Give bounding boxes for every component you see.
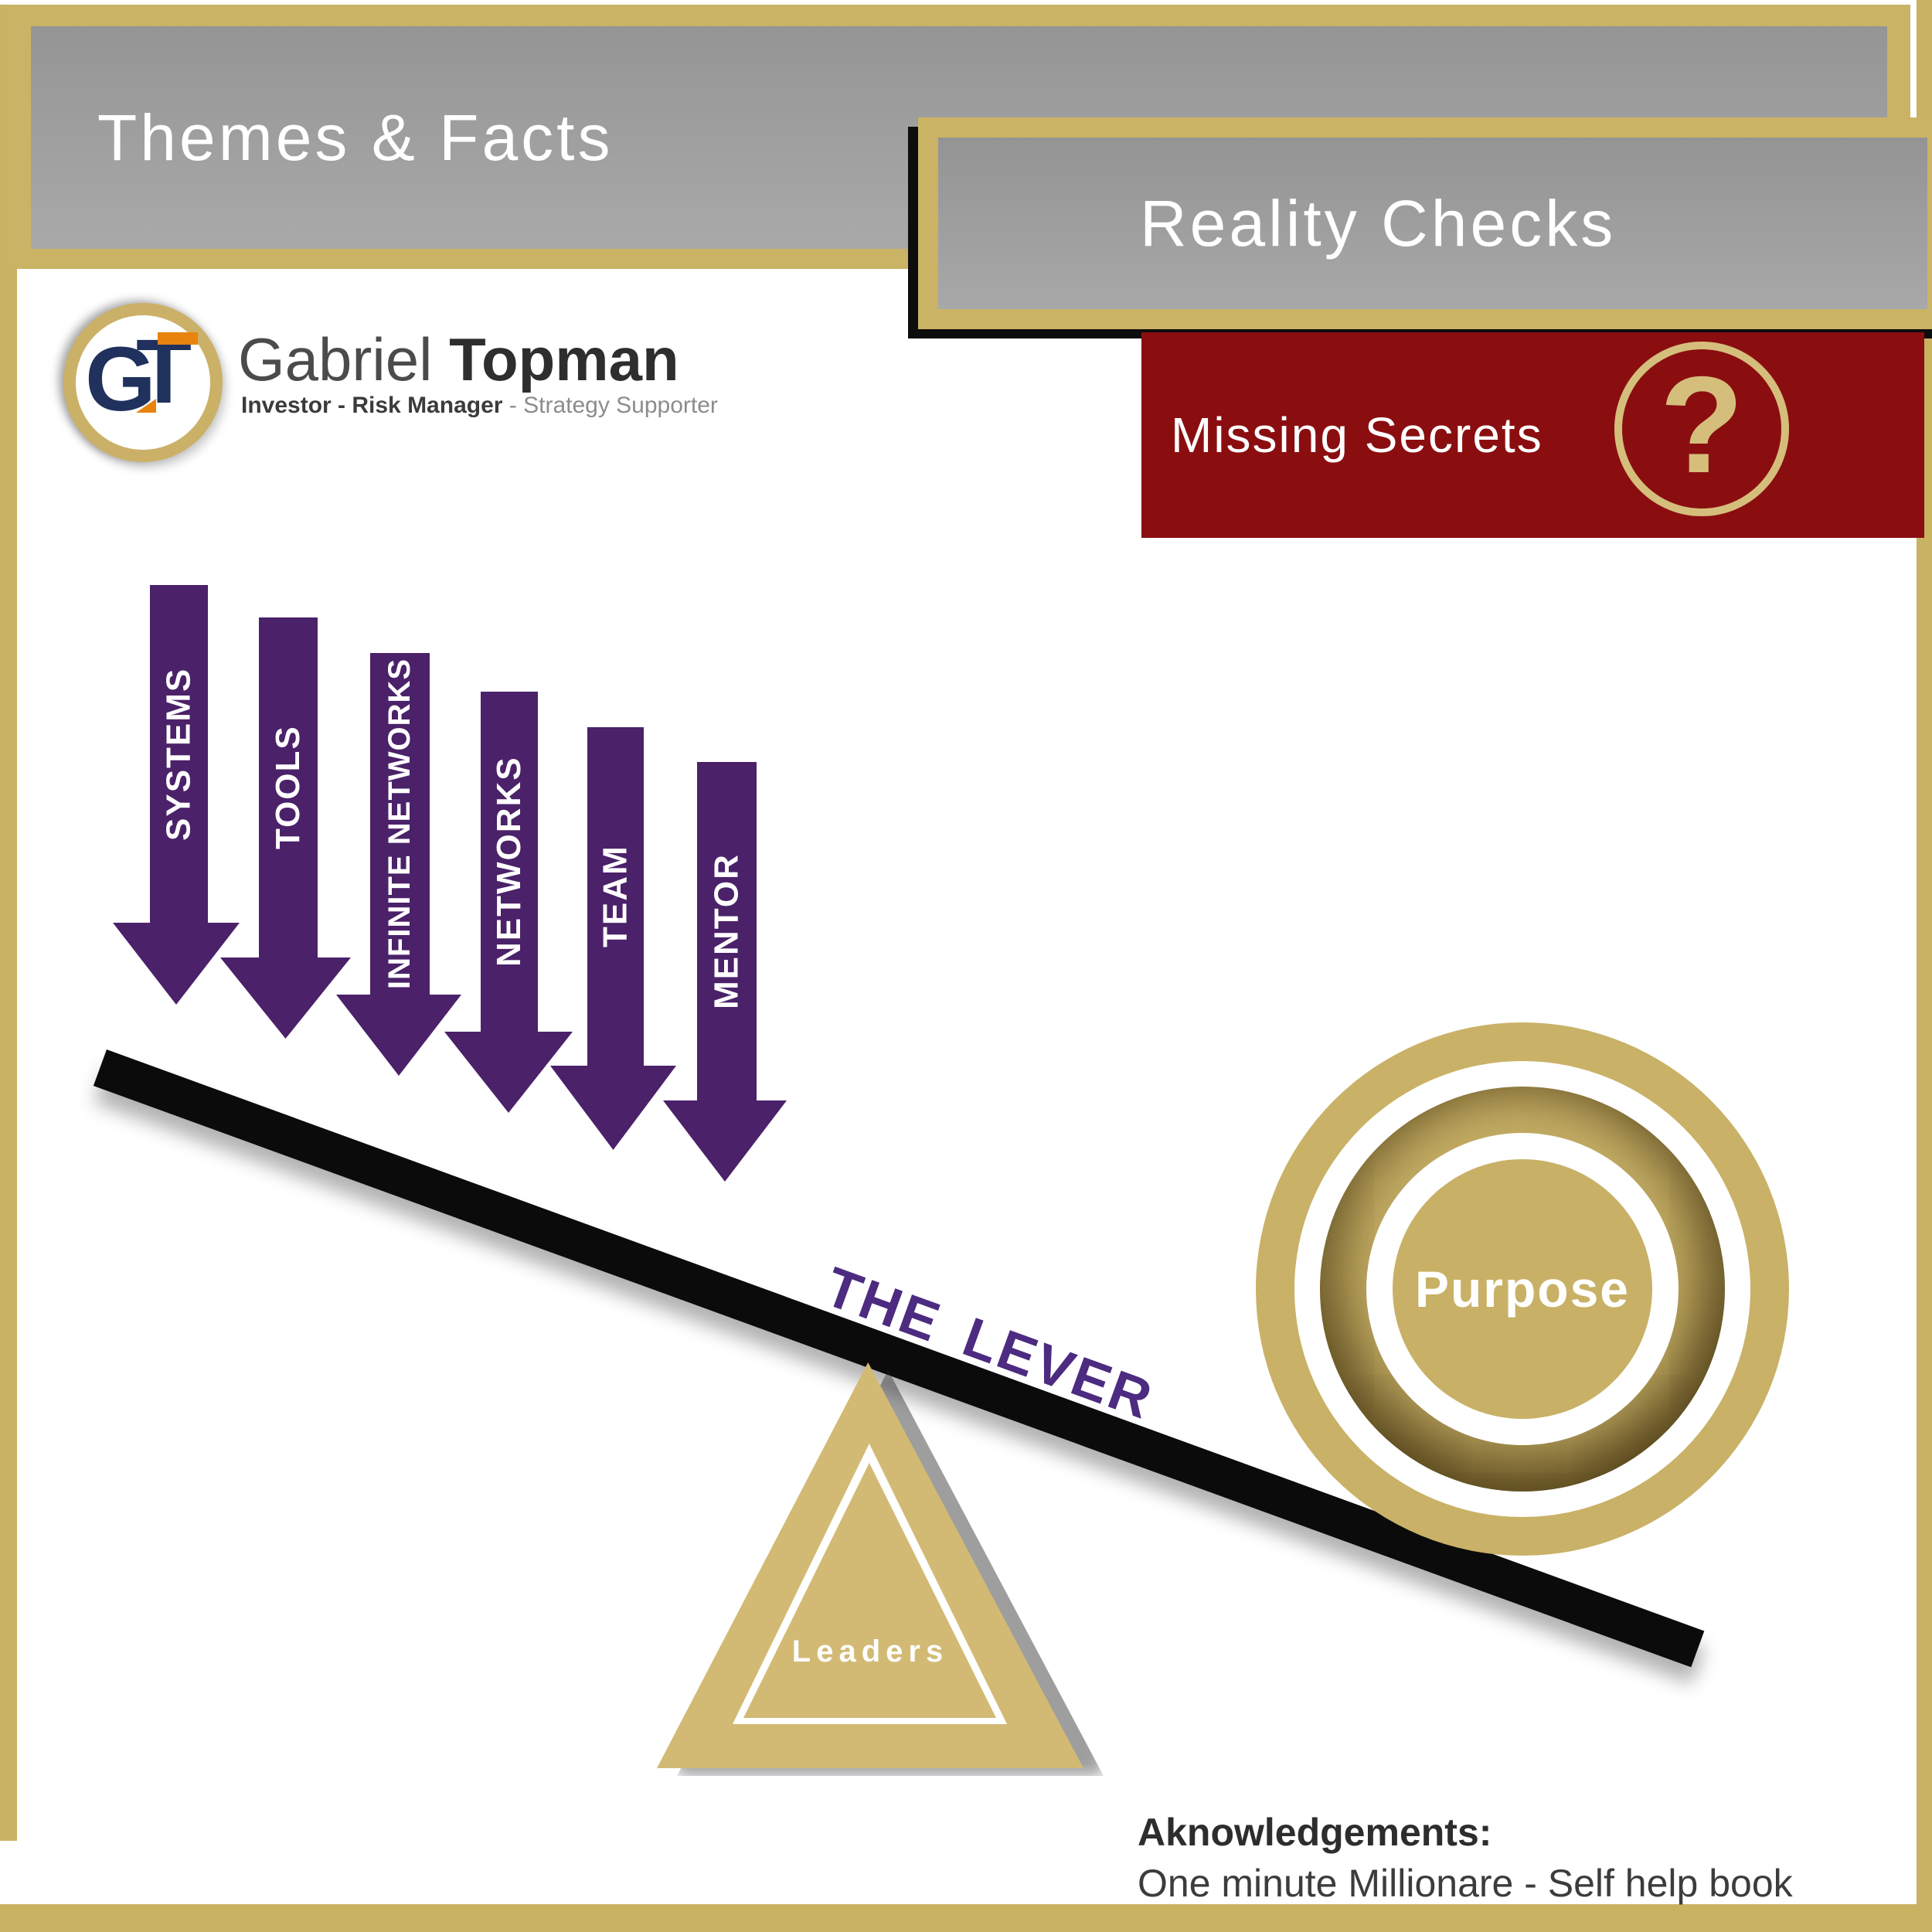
arrow-infinite-networks: INFINITE NETWORKS — [336, 653, 461, 1076]
logo-name-last: Topman — [449, 325, 679, 393]
fulcrum-label: Leaders — [791, 1634, 949, 1668]
arrow-tools: TOOLS — [220, 617, 351, 1039]
logo-tagline-light: Strategy Supporter — [523, 393, 718, 418]
arrow-systems: SYSTEMS — [113, 585, 240, 1005]
arrow-label: TEAM — [596, 845, 634, 948]
gt-logo-icon: G T — [63, 303, 223, 462]
page-title-right: Reality Checks — [1140, 186, 1617, 260]
arrow-shaft — [259, 617, 318, 957]
logo-tagline: Investor - Risk Manager - Strategy Suppo… — [241, 393, 718, 419]
arrow-shaft — [697, 762, 757, 1100]
arrow-head-icon — [220, 957, 351, 1039]
acknowledgements: Aknowledgements: One minute Millionare -… — [1138, 1810, 1793, 1906]
bottom-gold-border — [0, 1904, 1932, 1932]
arrow-shaft — [481, 692, 538, 1032]
question-mark-glyph: ? — [1659, 348, 1744, 502]
reality-checks-panel: Reality Checks — [938, 138, 1927, 309]
missing-secrets-label: Missing Secrets — [1171, 407, 1543, 463]
arrow-head-icon — [336, 995, 461, 1076]
arrow-label: SYSTEMS — [159, 667, 198, 841]
left-gold-border — [0, 5, 17, 1841]
reality-checks-frame: Reality Checks — [918, 117, 1932, 329]
logo-orange-bar — [158, 332, 198, 345]
purpose-core: Purpose — [1393, 1159, 1652, 1419]
logo-name-first: Gabriel — [238, 325, 433, 393]
logo-name: Gabriel Topman — [238, 325, 679, 395]
acknowledgements-body: One minute Millionare - Self help book — [1138, 1862, 1793, 1905]
arrow-head-icon — [550, 1066, 676, 1150]
question-mark-icon: ? — [1614, 342, 1789, 516]
arrow-shaft — [370, 653, 430, 995]
fulcrum-triangle: Leaders — [657, 1362, 1104, 1776]
missing-secrets-banner: Missing Secrets ? — [1141, 332, 1924, 538]
arrow-label: NETWORKS — [490, 756, 528, 968]
arrow-label: MENTOR — [707, 853, 746, 1009]
acknowledgements-title: Aknowledgements: — [1138, 1811, 1492, 1854]
arrow-shaft — [587, 727, 644, 1066]
purpose-label: Purpose — [1414, 1260, 1631, 1318]
arrow-label: TOOLS — [269, 725, 307, 850]
arrow-shaft — [150, 585, 208, 923]
logo-tagline-sep: - — [502, 393, 524, 418]
logo-tagline-bold: Investor - Risk Manager — [241, 393, 503, 418]
purpose-circle: Purpose — [1256, 1022, 1789, 1556]
arrow-networks: NETWORKS — [444, 692, 573, 1113]
arrow-mentor: MENTOR — [663, 762, 787, 1182]
arrow-head-icon — [663, 1100, 787, 1182]
arrow-label: INFINITE NETWORKS — [383, 658, 417, 990]
arrow-team: TEAM — [550, 727, 676, 1150]
page-title-left: Themes & Facts — [97, 100, 614, 174]
